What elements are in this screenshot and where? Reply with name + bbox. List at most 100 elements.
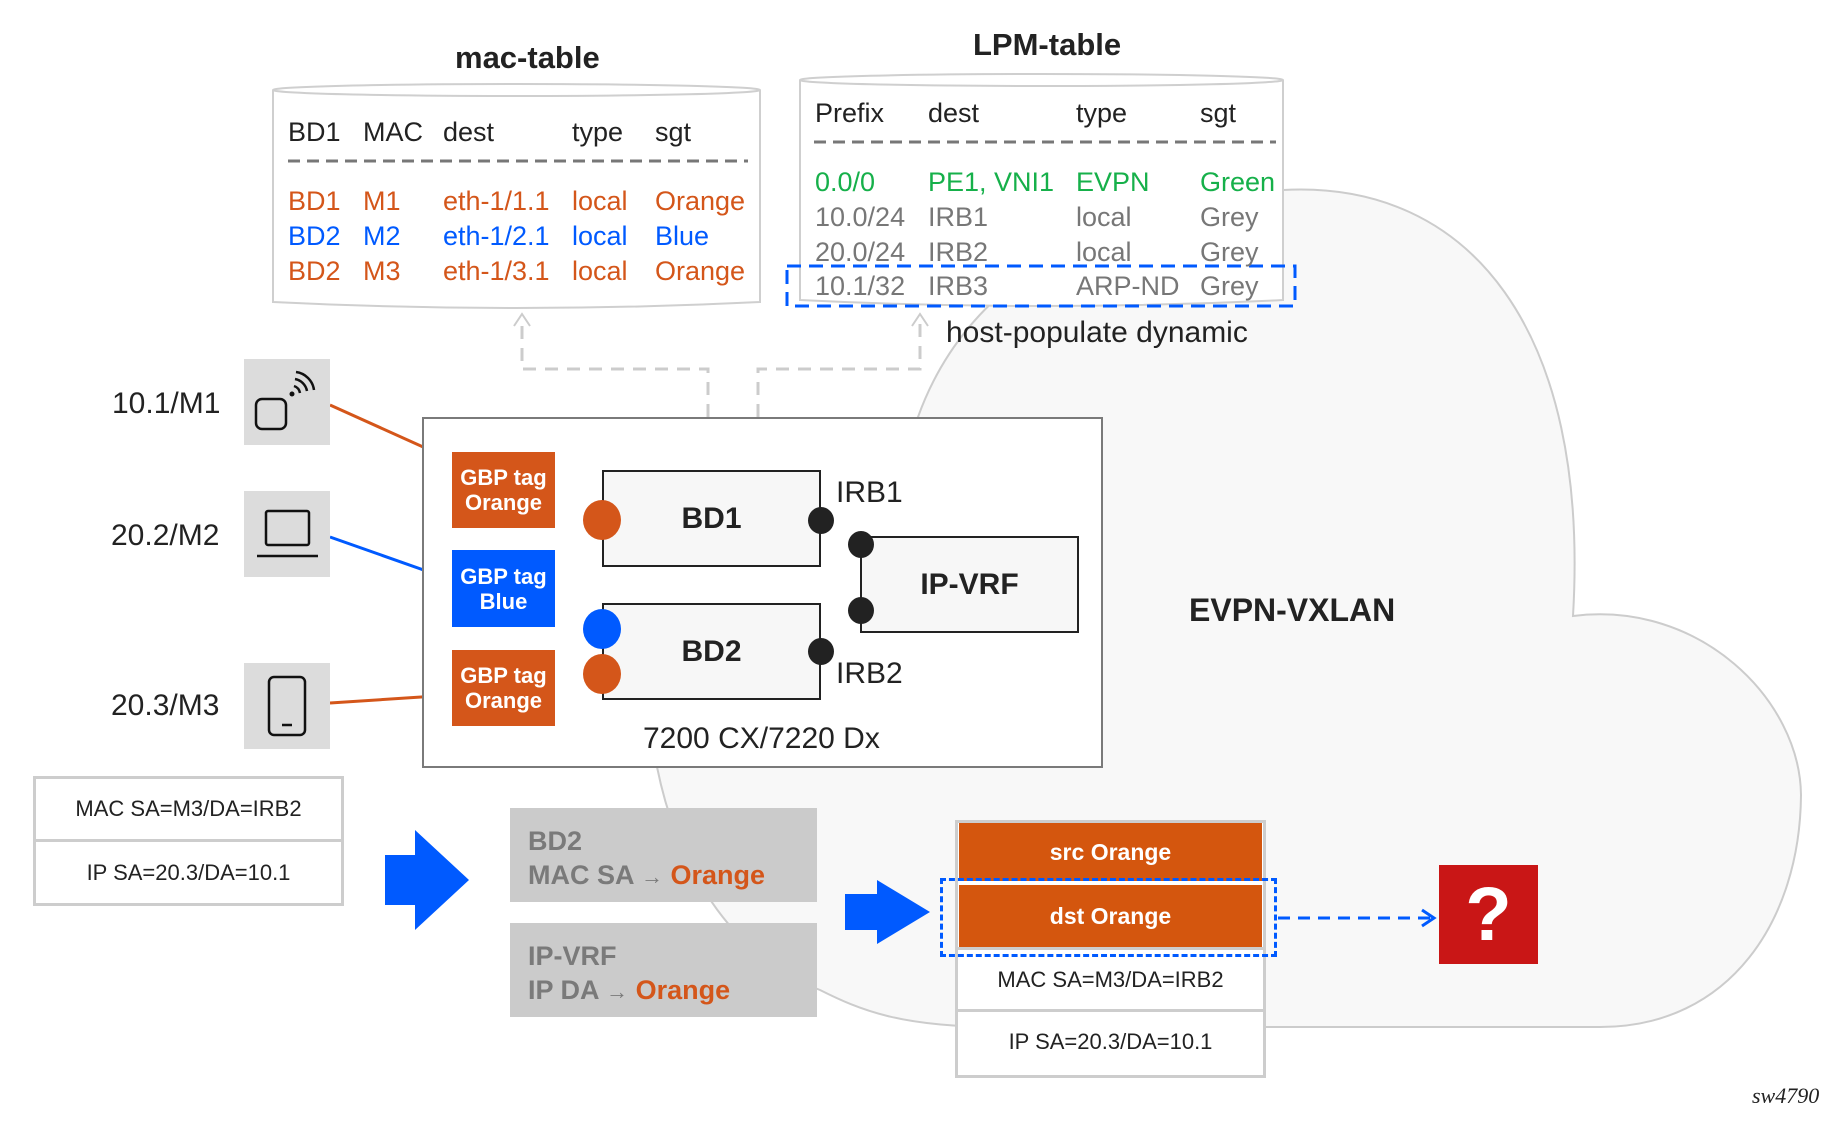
gbp-tag-orange-m3: GBP tag Orange [452,650,555,726]
gbp-tag-color: Orange [464,490,543,515]
cell-sgt: Grey [1200,202,1259,232]
arrow-right-icon: → [641,864,664,889]
gbp-tag-label: GBP tag [460,663,547,688]
header-dest: dest [443,117,495,147]
gbp-tag-label: GBP tag [460,465,547,490]
cell-type: ARP-ND [1076,271,1180,301]
device-label-m3: 20.3/M3 [111,689,220,722]
header-sgt: sgt [655,117,692,147]
vrf-port-irb2 [848,597,874,624]
cell-mac: M2 [363,221,401,251]
cell-dest: IRB3 [928,271,989,301]
lookup-result-line: MAC SA → Orange [528,858,817,894]
cell-dest: eth-1/3.1 [443,256,550,286]
bd2-mac-lookup: BD2 MAC SA → Orange [510,808,817,902]
ipvrf-ip-lookup: IP-VRF IP DA → Orange [510,923,817,1017]
host-populate-note: host-populate dynamic [946,316,1248,349]
mac-table-title: mac-table [455,40,600,75]
lpm-highlight-box [785,264,1297,308]
lookup-result: Orange [670,860,766,890]
vrf-port-irb1 [848,531,874,558]
egress-packet: src Orange dst Orange MAC SA=M3/DA=IRB2 … [955,820,1266,1078]
cell-type: local [572,186,628,216]
figure-id: sw4790 [1752,1083,1820,1108]
cell-dest: eth-1/1.1 [443,186,550,216]
arrowhead-to-lpm-table [911,312,929,327]
ingress-packet: MAC SA=M3/DA=IRB2 IP SA=20.3/DA=10.1 [33,776,344,906]
arrow-right-icon: → [606,979,629,1004]
cell-prefix: 10.1/32 [815,271,906,301]
port-bd2-m3 [583,654,621,694]
cell-type: EVPN [1076,167,1150,197]
header-type: type [1076,98,1128,128]
device-label-m1: 10.1/M1 [112,387,221,420]
device-m3[interactable] [244,663,330,749]
cell-bd: BD2 [288,221,341,251]
device-m1[interactable] [244,359,330,445]
smartphone-icon [267,675,307,737]
ip-vrf[interactable]: IP-VRF [860,536,1079,633]
egress-mac-header: MAC SA=M3/DA=IRB2 [958,947,1263,1012]
cell-sgt: Grey [1200,237,1259,267]
ingress-ip-header: IP SA=20.3/DA=10.1 [86,859,291,885]
cell-type: local [572,256,628,286]
cell-mac: M3 [363,256,401,286]
irb2-port [808,638,834,665]
router-model-label: 7200 CX/7220 Dx [643,722,880,755]
lookup-key: MAC SA [528,860,634,890]
process-arrow-2-icon [845,880,930,944]
cell-sgt: Orange [655,256,746,286]
cell-sgt: Blue [655,221,710,251]
mac-table-cylinder [272,83,761,309]
port-bd1-m1 [583,500,621,540]
gbp-tag-color: Blue [479,588,528,614]
header-type: type [572,117,624,147]
lpm-table-cylinder [799,73,1284,307]
irb1-port [808,507,834,534]
cell-mac: M1 [363,186,401,216]
gbp-tag-blue-m2: GBP tag Blue [452,550,555,627]
cell-prefix: 0.0/0 [815,167,876,197]
cell-sgt: Grey [1200,271,1259,301]
gbp-tag-color: Orange [464,688,543,713]
bridge-domain-bd1[interactable]: BD1 [602,470,821,567]
src-group-header: src Orange [959,823,1262,881]
cell-dest: eth-1/2.1 [443,221,550,251]
header-bd: BD1 [288,117,341,147]
lookup-result: Orange [635,975,731,1005]
cell-type: local [1076,237,1132,267]
lpm-table: Prefix dest type sgt 0.0/0 PE1, VNI1 EVP… [815,96,1285,306]
lookup-context: BD2 [528,826,583,856]
device-m2[interactable] [244,491,330,577]
lpm-table-title: LPM-table [973,27,1122,62]
cell-sgt: Orange [655,186,746,216]
cloud-label: EVPN-VXLAN [1189,592,1396,628]
dst-highlight-box [940,878,1277,957]
irb1-label: IRB1 [836,476,903,509]
ingress-mac-header: MAC SA=M3/DA=IRB2 [36,779,341,842]
cell-dest: IRB1 [928,202,989,232]
gbp-tag-orange-m1: GBP tag Orange [452,452,555,528]
header-dest: dest [928,98,980,128]
bridge-domain-bd2[interactable]: BD2 [602,603,821,700]
dst-group-header: dst Orange [959,885,1262,947]
table-connectors [520,318,922,417]
cell-bd: BD2 [288,256,341,286]
lookup-key: IP DA [528,975,599,1005]
cell-type: local [1076,202,1132,232]
cell-type: local [572,221,628,251]
cell-sgt: Green [1200,167,1276,197]
process-arrow-1-icon [385,830,469,930]
arrowhead-to-mac-table [513,312,531,327]
unknown-policy-result: ? [1439,865,1538,964]
cell-dest: IRB2 [928,237,989,267]
mac-table: BD1 MAC dest type sgt BD1 M1 eth-1/1.1 l… [288,115,758,295]
cell-bd: BD1 [288,186,341,216]
device-label-m2: 20.2/M2 [111,519,220,552]
header-mac: MAC [363,117,423,147]
cell-prefix: 20.0/24 [815,237,906,267]
port-bd2-m2 [583,609,621,649]
lookup-result-line: IP DA → Orange [528,973,817,1009]
header-sgt: sgt [1200,98,1237,128]
iot-device-icon [254,370,316,431]
